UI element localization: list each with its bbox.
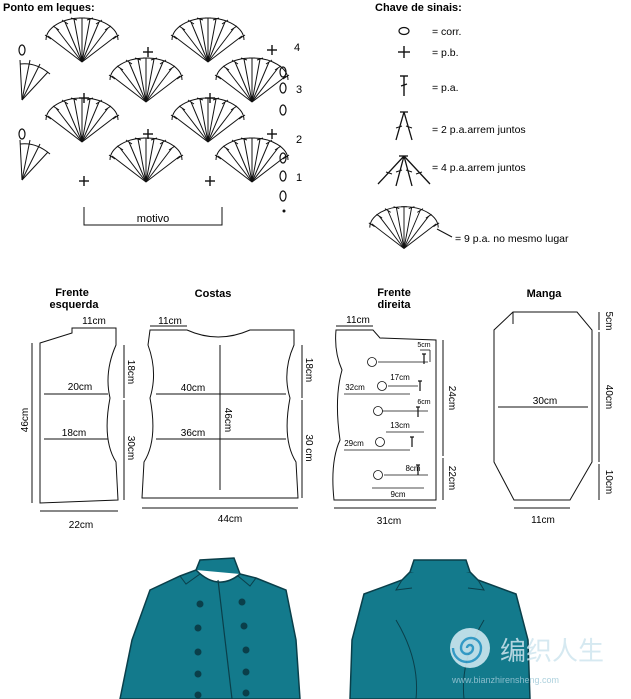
dim-label: 30cm: [125, 436, 136, 460]
fan-stitch: [44, 17, 120, 63]
fan-stitch: [19, 59, 51, 101]
motif-label: motivo: [137, 213, 169, 225]
stitch-chart: Ponto em leques: 4 3 2 1: [3, 2, 302, 226]
key-label: = corr.: [432, 26, 461, 38]
dim-label: 6cm: [417, 399, 430, 406]
dim-label: 11cm: [82, 316, 106, 327]
dim-label: 20cm: [68, 382, 92, 393]
fan-stitch: [170, 97, 246, 143]
key-label: = 2 p.a.arrem juntos: [432, 124, 526, 136]
fan-stitch: [214, 57, 290, 103]
spiral-logo-icon: [450, 628, 490, 668]
dim-label: 46cm: [222, 408, 233, 432]
watermark-text: 编织人生: [500, 636, 604, 666]
dim-label: 18cm: [62, 428, 86, 439]
stitch-chart-title: Ponto em leques:: [3, 2, 95, 14]
row-number: 4: [294, 42, 300, 54]
single-crochet-icon: [204, 175, 216, 187]
dim-label: 32cm: [345, 383, 365, 392]
dim-label: 30cm: [533, 396, 557, 407]
dim-label: 24cm: [446, 386, 457, 410]
dim-label: 18cm: [125, 360, 136, 384]
chain-icon: [279, 82, 287, 94]
double-crochet-icon: [400, 75, 408, 96]
dim-label: 46cm: [20, 408, 31, 432]
dim-label: 44cm: [218, 514, 242, 525]
schematic-title: esquerda: [50, 299, 100, 311]
watermark-url: www.bianzhirensheng.com: [451, 675, 559, 685]
schematic-title: Frente: [377, 287, 411, 299]
single-crochet-plus-icon: [398, 46, 410, 58]
schematic-sleeve: Manga 30cm 11cm 5cm 40cm 10cm: [493, 288, 614, 526]
fan-stitch: [19, 139, 51, 181]
dim-label: 10cm: [603, 470, 614, 494]
key-label: = p.a.: [432, 82, 459, 94]
schematic-front-left: Frente esquerda 11cm 20cm 18cm 22cm 46cm…: [20, 287, 136, 531]
dim-label: 22cm: [69, 520, 93, 531]
dim-label: 8cm: [405, 464, 420, 473]
row-number: 2: [296, 134, 302, 146]
single-crochet-icon: [266, 128, 278, 140]
symbol-key: Chave de sinais: = corr. = p.b. = p.a. =…: [368, 2, 569, 249]
key-label: = 9 p.a. no mesmo lugar: [455, 233, 569, 245]
dim-label: 31cm: [377, 516, 401, 527]
fan-stitch: [214, 137, 290, 183]
dim-label: 30 cm: [303, 434, 314, 461]
dim-label: 40cm: [181, 383, 205, 394]
key-title: Chave de sinais:: [375, 2, 462, 14]
chain-icon: [18, 128, 26, 140]
schematic-title: direita: [377, 299, 411, 311]
row-number: 3: [296, 84, 302, 96]
chain-icon: [279, 104, 287, 116]
chain-icon: [18, 44, 26, 56]
single-crochet-icon: [266, 44, 278, 56]
fan-stitch: [108, 57, 184, 103]
schematic-title: Frente: [55, 287, 89, 299]
chain-icon: [279, 190, 287, 202]
four-dc-together-icon: [377, 155, 431, 187]
jacket-front: [119, 569, 301, 699]
key-label: = p.b.: [432, 47, 459, 59]
schematic-back: Costas 11cm 40cm 36cm 46cm 44cm 18cm 30 …: [141, 288, 314, 525]
single-crochet-icon: [78, 175, 90, 187]
dim-label: 5cm: [417, 342, 430, 349]
dim-label: 5cm: [603, 312, 614, 331]
schematic-title: Costas: [195, 288, 232, 300]
dim-label: 13cm: [390, 421, 410, 430]
watermark: 编织人生 www.bianzhirensheng.com: [450, 628, 604, 685]
dim-label: 22cm: [446, 466, 457, 490]
fan-stitch: [108, 137, 184, 183]
button-row: [194, 598, 250, 699]
dim-label: 36cm: [181, 428, 205, 439]
fan-stitch: [44, 97, 120, 143]
two-dc-together-icon: [395, 111, 413, 141]
dim-label: 11cm: [346, 315, 370, 326]
schematic-front-right: Frente direita 11cm 5cm 32cm 17cm 6cm 13…: [332, 287, 457, 527]
row-number: 1: [296, 172, 302, 184]
dim-label: 9cm: [390, 490, 405, 499]
schematic-title: Manga: [527, 288, 563, 300]
dim-label: 40cm: [603, 385, 614, 409]
fan-nine-dc-icon: [368, 206, 440, 249]
dim-label: 17cm: [390, 373, 410, 382]
dim-label: 11cm: [531, 515, 555, 526]
chain-icon: [279, 170, 287, 182]
key-label: = 4 p.a.arrem juntos: [432, 162, 526, 174]
jacket-illustration: [119, 557, 531, 699]
dim-label: 18cm: [303, 358, 314, 382]
chain-oval-icon: [398, 26, 410, 36]
fan-stitch: [170, 17, 246, 63]
dim-label: 29cm: [344, 439, 364, 448]
dim-label: 11cm: [158, 316, 182, 327]
single-crochet-icon: [142, 46, 154, 58]
